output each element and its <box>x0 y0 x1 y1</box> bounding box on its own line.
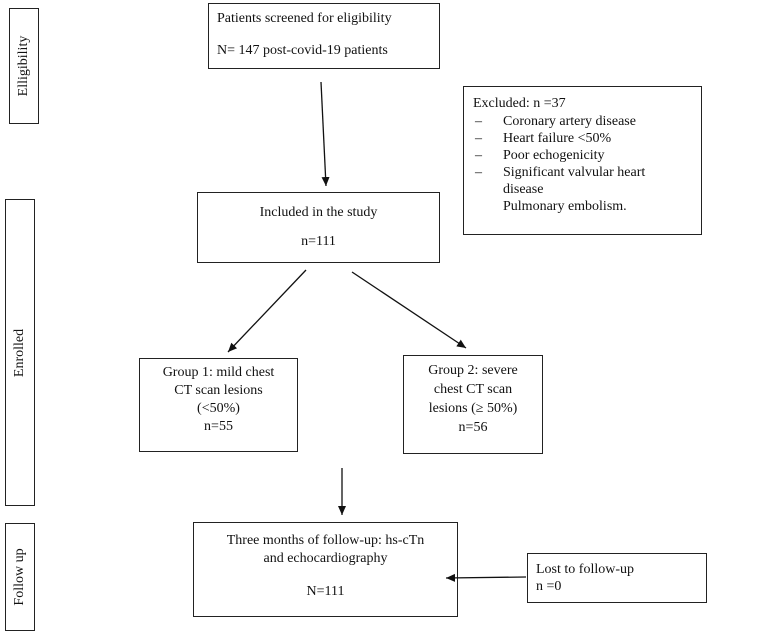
group1-line1: Group 1: mild chest <box>162 365 275 380</box>
group2-line2: chest CT scan <box>433 382 513 397</box>
followup-line3: N=111 <box>306 584 345 599</box>
excluded-item: – Poor echogenicity <box>473 147 645 164</box>
excluded-item-text: Poor echogenicity <box>503 148 605 163</box>
followup-line1: Three months of follow-up: hs-cTn <box>226 533 425 548</box>
excluded-list-wrap: – Coronary artery disease – Heart failure … <box>473 113 645 215</box>
lost-line1: Lost to follow-up <box>536 562 634 577</box>
group1-box: Group 1: mild chest CT scan lesions (<50… <box>139 358 298 452</box>
group1-line4: n=55 <box>204 419 233 434</box>
group1-line3: (<50%) <box>197 401 240 416</box>
excluded-item: – Heart failure <50% <box>473 130 645 147</box>
dash-glyph: – <box>475 114 482 129</box>
arrow-screened-to-included <box>320 81 330 187</box>
excluded-list: – Coronary artery disease – Heart failure … <box>473 113 645 215</box>
dash-glyph: – <box>475 165 482 180</box>
group2-line4: n=56 <box>458 420 488 435</box>
stage-label-enrolled: Enrolled <box>5 199 35 506</box>
group2-line3: lesions (≥ 50%) <box>428 401 518 416</box>
screened-line1: Patients screened for eligibility <box>217 11 392 26</box>
excluded-item: – Coronary artery disease <box>473 113 645 130</box>
included-line2: n=111 <box>301 234 336 249</box>
screened-box: Patients screened for eligibility N= 147… <box>208 3 440 69</box>
dash-glyph: – <box>475 131 482 146</box>
followup-box: Three months of follow-up: hs-cTn and ec… <box>193 522 458 617</box>
excluded-item-text: Heart failure <50% <box>503 131 612 146</box>
group2-box: Group 2: severe chest CT scan lesions (≥… <box>403 355 543 454</box>
excluded-item-continuation: disease <box>473 181 645 198</box>
excluded-box: Excluded: n =37 – Coronary artery disease… <box>463 86 702 235</box>
excluded-extra-text: Pulmonary embolism. <box>503 199 627 214</box>
excluded-continuation-text: disease <box>503 182 544 197</box>
lost-box: Lost to follow-up n =0 <box>527 553 707 603</box>
excluded-item-text: Significant valvular heart <box>503 165 646 180</box>
group2-line1: Group 2: severe <box>428 363 518 378</box>
included-box: Included in the study n=111 <box>197 192 440 263</box>
group1-line2: CT scan lesions <box>174 383 263 398</box>
excluded-item-text: Coronary artery disease <box>503 114 636 129</box>
arrow-included-to-group1 <box>227 269 307 353</box>
followup-line2: and echocardiography <box>263 551 388 566</box>
excluded-item: – Significant valvular heart <box>473 164 645 181</box>
included-line1: Included in the study <box>259 205 378 220</box>
lost-line2: n =0 <box>536 579 562 594</box>
excluded-item-extra: Pulmonary embolism. <box>473 198 645 215</box>
arrow-lost-to-followup <box>445 573 527 582</box>
excluded-title: Excluded: n =37 <box>473 96 566 111</box>
screened-line2: N= 147 post-covid-19 patients <box>217 43 388 58</box>
arrow-included-to-group2 <box>351 271 467 349</box>
stage-label-follow-up: Follow up <box>5 523 35 631</box>
dash-glyph: – <box>475 148 482 163</box>
stage-label-eligibility: Elligibility <box>9 8 39 124</box>
